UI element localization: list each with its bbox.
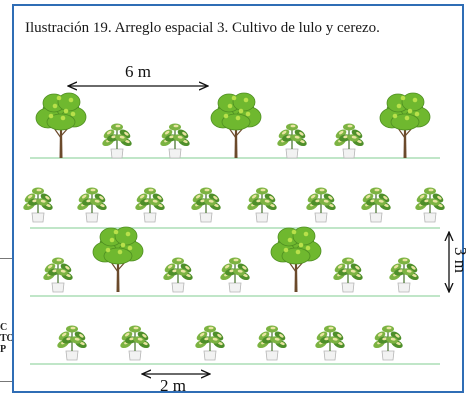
lulo-plant-icon: [361, 187, 391, 223]
lulo-plant-icon: [77, 187, 107, 223]
lulo-plant-icon: [277, 123, 307, 159]
cerezo-tree-icon: [92, 226, 144, 292]
cerezo-tree-icon: [379, 92, 431, 158]
background-text-fragment: P: [0, 344, 7, 355]
lulo-plant-icon: [315, 325, 345, 361]
lulo-plant-icon: [57, 325, 87, 361]
lulo-plant-icon: [373, 325, 403, 361]
lulo-plant-icon: [191, 187, 221, 223]
lulo-plant-icon: [135, 187, 165, 223]
row-spacing-label: 3 m: [451, 247, 469, 273]
lulo-plant-icon: [334, 123, 364, 159]
lulo-plant-icon: [163, 257, 193, 293]
lulo-plant-icon: [415, 187, 445, 223]
lulo-plant-icon: [220, 257, 250, 293]
lulo-plant-icon: [247, 187, 277, 223]
lulo-plant-icon: [160, 123, 190, 159]
cerezo-tree-icon: [270, 226, 322, 292]
background-rule: [0, 381, 14, 382]
lulo-plant-icon: [195, 325, 225, 361]
background-text-fragment: TO: [0, 333, 15, 344]
plant-spacing-label: 2 m: [160, 376, 186, 395]
tree-spacing-label: 6 m: [125, 62, 151, 81]
background-rule: [0, 258, 14, 259]
lulo-plant-icon: [23, 187, 53, 223]
lulo-plant-icon: [257, 325, 287, 361]
cerezo-tree-icon: [35, 92, 87, 158]
lulo-plant-icon: [306, 187, 336, 223]
illustration-caption: Ilustración 19. Arreglo espacial 3. Cult…: [25, 20, 380, 36]
background-text-fragment: C: [0, 322, 8, 333]
cerezo-tree-icon: [210, 92, 262, 158]
lulo-plant-icon: [333, 257, 363, 293]
lulo-plant-icon: [120, 325, 150, 361]
lulo-plant-icon: [102, 123, 132, 159]
lulo-plant-icon: [389, 257, 419, 293]
lulo-plant-icon: [43, 257, 73, 293]
